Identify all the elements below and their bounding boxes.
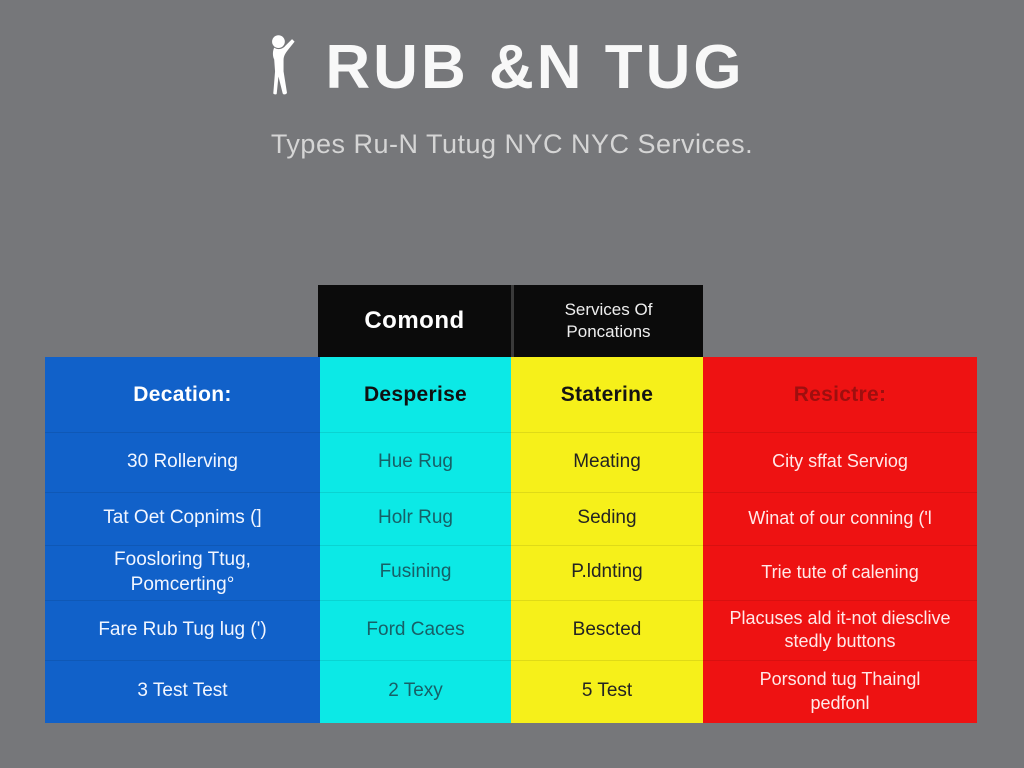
table-cell: 5 Test bbox=[511, 660, 703, 723]
table-header-row: Decation: Desperise Staterine Resictre: bbox=[45, 357, 977, 432]
table-cell: Winat of our conning ('l bbox=[703, 492, 977, 545]
top-header-services-of-poncations: Services Of Poncations bbox=[511, 285, 703, 357]
table-cell: Holr Rug bbox=[320, 492, 511, 545]
table-cell: Trie tute of calening bbox=[703, 545, 977, 600]
page-header: RUB &N TUG Types Ru-N Tutug NYC NYC Serv… bbox=[0, 34, 1024, 160]
page-title: RUB &N TUG bbox=[325, 33, 745, 103]
table-cell: 3 Test Test bbox=[45, 660, 320, 723]
title-row: RUB &N TUG bbox=[0, 34, 1016, 102]
table-cell: Porsond tug Thaingl pedfonl bbox=[703, 660, 977, 723]
page-subtitle: Types Ru-N Tutug NYC NYC Services. bbox=[270, 129, 754, 159]
table-cell: Fusining bbox=[320, 545, 511, 600]
table-cell: 30 Rollerving bbox=[45, 432, 320, 492]
top-header-row: Comond Services Of Poncations bbox=[318, 285, 703, 357]
table-cell: P.ldnting bbox=[511, 545, 703, 600]
top-header-comond: Comond bbox=[364, 307, 465, 334]
person-icon bbox=[263, 34, 299, 102]
table-cell: Hue Rug bbox=[320, 432, 511, 492]
table-cell: Tat Oet Copnims (] bbox=[45, 492, 320, 545]
column-header-decation: Decation: bbox=[45, 357, 320, 432]
table-cell: Fare Rub Tug lug (') bbox=[45, 600, 320, 660]
table-row: Tat Oet Copnims (] Holr Rug Seding Winat… bbox=[45, 492, 977, 545]
table-row: 30 Rollerving Hue Rug Meating City sffat… bbox=[45, 432, 977, 492]
table-cell: Ford Caces bbox=[320, 600, 511, 660]
column-header-resictre: Resictre: bbox=[703, 357, 977, 432]
table-cell: Seding bbox=[511, 492, 703, 545]
table-row: Foosloring Ttug, Pomcerting° Fusining P.… bbox=[45, 545, 977, 600]
table-cell: Placuses ald it-not diesclive stedly but… bbox=[703, 600, 977, 660]
table-cell: 2 Texy bbox=[320, 660, 511, 723]
column-header-desperise: Desperise bbox=[320, 357, 511, 432]
services-table: Comond Services Of Poncations Decation: … bbox=[45, 285, 977, 723]
table-cell: City sffat Serviog bbox=[703, 432, 977, 492]
table-cell: Bescted bbox=[511, 600, 703, 660]
column-header-staterine: Staterine bbox=[511, 357, 703, 432]
table-cell: Foosloring Ttug, Pomcerting° bbox=[45, 545, 320, 600]
table-row: 3 Test Test 2 Texy 5 Test Porsond tug Th… bbox=[45, 660, 977, 723]
table-row: Fare Rub Tug lug (') Ford Caces Bescted … bbox=[45, 600, 977, 660]
table-cell: Meating bbox=[511, 432, 703, 492]
